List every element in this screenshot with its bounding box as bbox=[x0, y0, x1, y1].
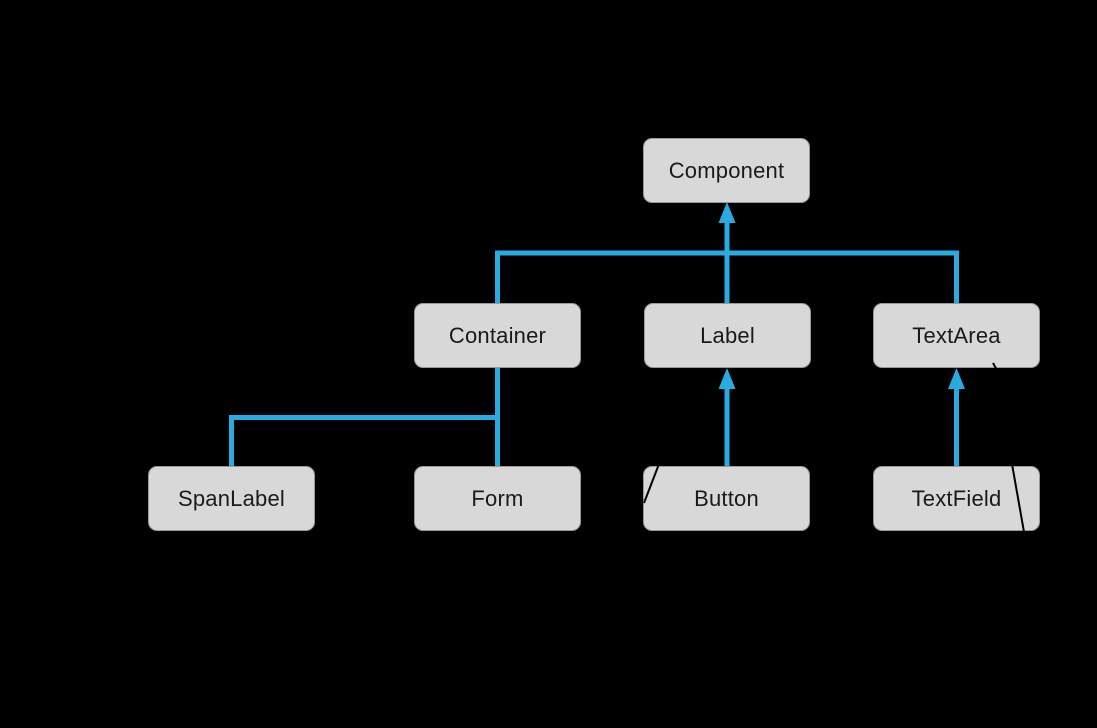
node-spanlabel-label: SpanLabel bbox=[177, 485, 285, 511]
arrowhead-into-label-icon bbox=[718, 368, 736, 389]
node-label: Label bbox=[644, 303, 811, 368]
node-component: Component bbox=[643, 138, 810, 203]
node-button: Button bbox=[643, 466, 810, 531]
node-container: Container bbox=[414, 303, 581, 368]
node-button-label: Button bbox=[694, 485, 759, 511]
node-textarea-label: TextArea bbox=[912, 322, 1001, 348]
node-label-label: Label bbox=[700, 322, 755, 348]
node-form-label: Form bbox=[471, 485, 524, 511]
edge-container-to-spanlabel bbox=[229, 415, 498, 466]
node-spanlabel: SpanLabel bbox=[148, 466, 315, 531]
arrowhead-into-textarea-icon bbox=[948, 368, 965, 389]
node-textfield-label: TextField bbox=[911, 485, 1002, 511]
arrowhead-into-component-icon bbox=[718, 202, 736, 223]
node-textarea: TextArea bbox=[873, 303, 1040, 368]
node-textfield: TextField bbox=[873, 466, 1040, 531]
node-container-label: Container bbox=[448, 322, 547, 348]
node-component-label: Component bbox=[668, 157, 785, 183]
edge-trunk-container-label-textarea bbox=[495, 250, 959, 303]
node-form: Form bbox=[414, 466, 581, 531]
